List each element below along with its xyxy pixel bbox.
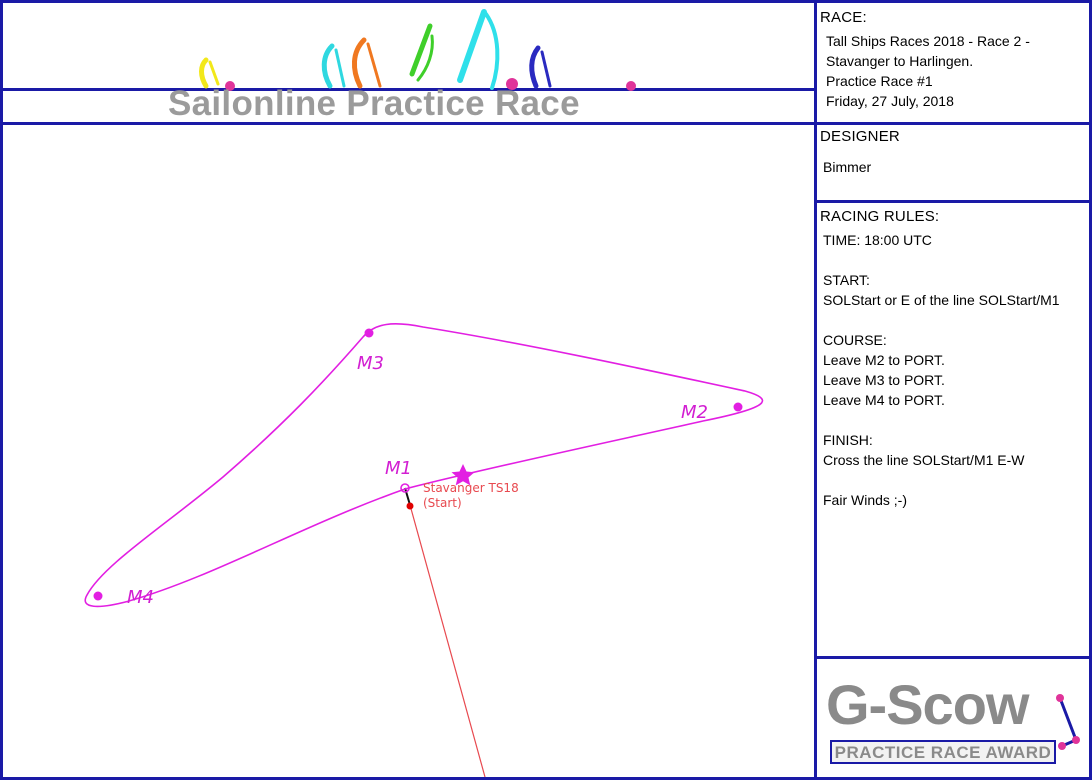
- mark-m4-buoy: [93, 591, 103, 601]
- mark-label-m2: M2: [681, 402, 708, 423]
- race-line: Friday, 27 July, 2018: [826, 93, 954, 109]
- sail-logo: [199, 9, 636, 91]
- big-cyan-sail-icon: [457, 9, 487, 83]
- race-line: Tall Ships Races 2018 - Race 2 -: [826, 33, 1030, 49]
- orange-sail-icon: [352, 37, 367, 89]
- rules-course-line: Leave M3 to PORT.: [823, 372, 945, 388]
- rules-course-line: Leave M2 to PORT.: [823, 352, 945, 368]
- yellow-sail-icon: [199, 57, 209, 89]
- designer-name: Bimmer: [823, 159, 872, 175]
- course-map: M3 M2 M1 M4 Stavanger TS18 (Start): [84, 323, 764, 777]
- rules-start-heading: START:: [823, 272, 870, 288]
- race-line: Stavanger to Harlingen.: [826, 53, 974, 69]
- green-sail-icon: [409, 23, 433, 77]
- banner-divider: [0, 122, 1092, 125]
- rules-time: TIME: 18:00 UTC: [823, 232, 932, 248]
- blue-sail-icon: [529, 45, 541, 89]
- rules-closing: Fair Winds ;-): [823, 492, 907, 508]
- award-divider: [814, 656, 1092, 659]
- rules-finish-heading: FINISH:: [823, 432, 873, 448]
- designer-heading: DESIGNER: [820, 128, 900, 145]
- award-title: G-Scow: [826, 673, 1029, 736]
- award-sail-icon: [1056, 694, 1080, 750]
- award-banner: PRACTICE RACE AWARD: [830, 740, 1056, 764]
- rules-heading: RACING RULES:: [820, 208, 940, 225]
- rules-course-heading: COURSE:: [823, 332, 887, 348]
- buoy-icon: [506, 78, 518, 90]
- mark-m2-buoy: [733, 402, 743, 412]
- buoy-icon: [225, 81, 235, 91]
- rules-course-line: Leave M4 to PORT.: [823, 392, 945, 408]
- rules-finish-text: Cross the line SOLStart/M1 E-W: [823, 452, 1025, 468]
- rules-body: TIME: 18:00 UTC START: SOLStart or E of …: [823, 230, 1060, 510]
- mark-label-m4: M4: [127, 587, 154, 608]
- route-line: [409, 504, 486, 777]
- buoy-icon: [626, 81, 636, 91]
- banner-baseline: [0, 88, 814, 91]
- mark-m1-buoy: [400, 483, 410, 493]
- start-line: [404, 487, 411, 506]
- award-subtitle: PRACTICE RACE AWARD: [834, 743, 1052, 762]
- mark-label-m3: M3: [357, 353, 384, 374]
- start-pin-sub: (Start): [423, 496, 462, 510]
- banner-title: Sailonline Practice Race: [168, 84, 580, 123]
- rules-start-text: SOLStart or E of the line SOLStart/M1: [823, 292, 1060, 308]
- race-info: Tall Ships Races 2018 - Race 2 - Stavang…: [826, 31, 1030, 111]
- designer-divider: [814, 200, 1092, 203]
- course-outline: [84, 323, 764, 608]
- start-star-icon: [451, 464, 475, 486]
- race-line: Practice Race #1: [826, 73, 933, 89]
- mark-label-m1: M1: [385, 458, 412, 479]
- panel-divider: [814, 0, 817, 780]
- cyan-sail-icon: [321, 43, 335, 89]
- start-pin-name: Stavanger TS18: [423, 481, 519, 495]
- start-pin-icon: [406, 502, 414, 510]
- mark-m3-buoy: [364, 328, 374, 338]
- race-heading: RACE:: [820, 9, 867, 26]
